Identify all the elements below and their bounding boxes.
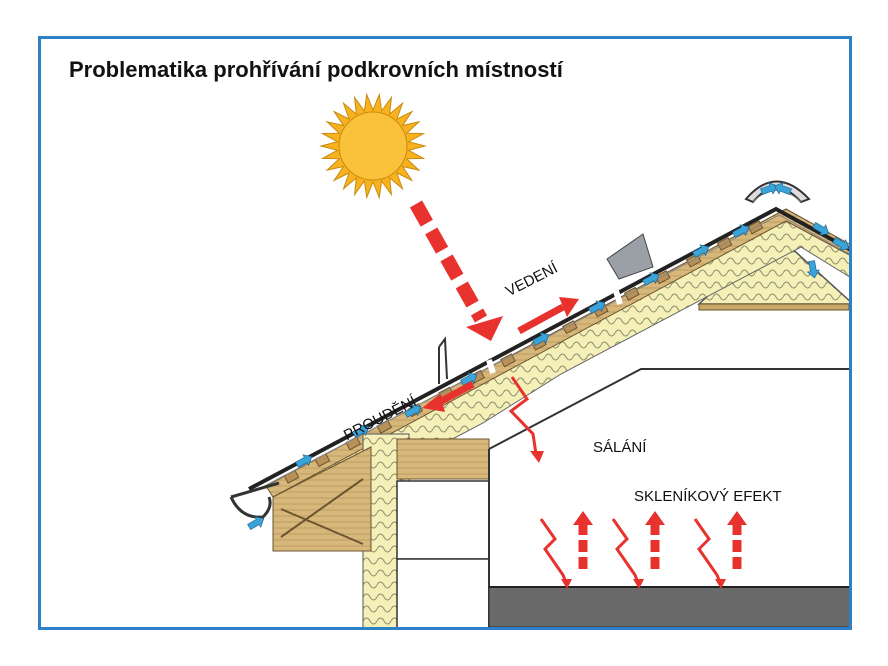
- batten: [562, 320, 578, 335]
- solar-radiation-arrow: [409, 200, 503, 341]
- wall-block-upper: [396, 480, 490, 560]
- sun-icon: [319, 92, 427, 200]
- air-flow-arrow: [588, 300, 606, 314]
- greenhouse-arrows: [539, 511, 747, 589]
- air-flow-arrow: [760, 182, 778, 195]
- inbound-radiation: [693, 518, 723, 586]
- interior-ceiling: [488, 368, 849, 450]
- roof-covering: [248, 206, 849, 491]
- snow-guard: [438, 336, 448, 384]
- air-flow-arrow: [806, 260, 820, 279]
- air-flow-arrow: [352, 424, 370, 438]
- batten: [376, 419, 393, 434]
- inbound-radiation: [611, 518, 641, 586]
- air-flow-arrow: [812, 221, 830, 236]
- radiation-arrow: [508, 376, 544, 463]
- conduction-arrow: [517, 297, 579, 335]
- floor-slab: [488, 586, 849, 627]
- air-flow-arrow: [295, 454, 313, 468]
- batten: [500, 353, 516, 368]
- inbound-radiation: [539, 518, 569, 586]
- diagram-frame: Problematika prohřívání podkrovních míst…: [38, 36, 852, 630]
- convection-arrow: [422, 380, 475, 412]
- air-flow-arrow: [404, 404, 422, 418]
- air-flow-arrow: [642, 272, 660, 286]
- eave-structure: [272, 446, 372, 552]
- air-flow-arrow: [774, 182, 792, 195]
- batten: [685, 253, 702, 268]
- label-radiation: SÁLÁNÍ: [593, 439, 647, 456]
- roof-vent: [606, 233, 654, 280]
- wall-block-lower: [396, 558, 490, 627]
- ceiling-beam: [396, 438, 490, 480]
- air-flow-arrow: [732, 224, 750, 238]
- page-title: Problematika prohřívání podkrovních míst…: [69, 57, 563, 82]
- air-flow-icon: [247, 182, 849, 531]
- label-greenhouse-effect: SKLENÍKOVÝ EFEKT: [634, 488, 782, 505]
- gutter-icon: [229, 481, 280, 519]
- roof-cross-section: [229, 92, 849, 627]
- air-flow-arrow: [247, 516, 265, 531]
- roof-joint-gaps: [486, 290, 623, 374]
- air-flow-arrow: [532, 332, 550, 346]
- air-flow-arrow: [832, 236, 849, 251]
- air-flow-arrow: [692, 244, 710, 258]
